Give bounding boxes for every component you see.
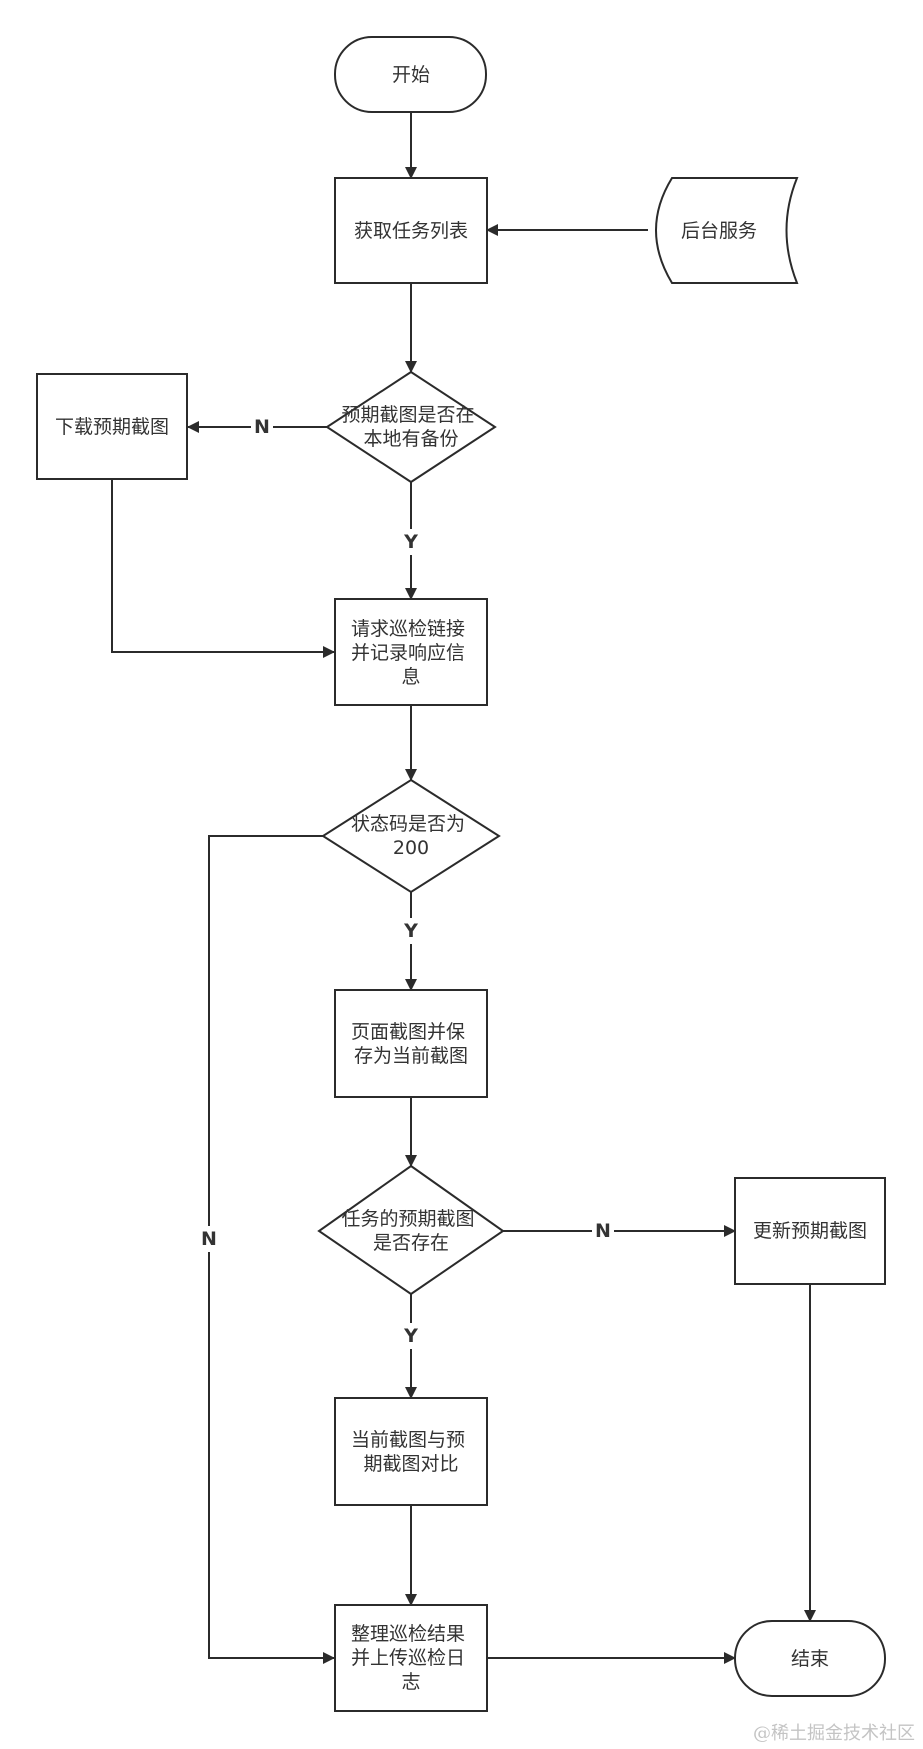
check-expected-label: 任务的预期截图 是否存在	[341, 1208, 480, 1254]
start-node: 开始	[334, 36, 487, 113]
edge-status-no	[208, 835, 335, 1664]
edge-download-to-request	[111, 480, 335, 658]
upload-label: 整理巡检结果 并上传巡检日 志	[351, 1623, 471, 1693]
edge-label-status-yes: Y	[403, 920, 418, 942]
edge-label-status-no: N	[201, 1228, 217, 1250]
check-local-decision: 预期截图是否在 本地有备份	[325, 370, 497, 484]
get-tasks-node: 获取任务列表	[334, 177, 488, 284]
compare-node: 当前截图与预 期截图对比	[334, 1397, 488, 1506]
update-label: 更新预期截图	[753, 1220, 867, 1242]
request-node: 请求巡检链接 并记录响应信 息	[334, 598, 488, 706]
backend-node: 后台服务	[655, 177, 799, 284]
status-decision: 状态码是否为 200	[321, 778, 501, 894]
start-label: 开始	[392, 64, 430, 86]
screenshot-node: 页面截图并保 存为当前截图	[334, 989, 488, 1098]
watermark-text: @稀土掘金技术社区	[753, 1723, 915, 1744]
edge-label-expected-no: N	[595, 1220, 611, 1242]
compare-label: 当前截图与预 期截图对比	[351, 1429, 471, 1475]
edge-label-local-yes: Y	[403, 531, 418, 553]
end-label: 结束	[791, 1648, 829, 1670]
edge-label-local-no: N	[254, 416, 270, 438]
edge-label-expected-yes: Y	[403, 1325, 418, 1347]
status-label: 状态码是否为 200	[351, 813, 471, 859]
download-label: 下载预期截图	[55, 416, 169, 438]
check-expected-decision: 任务的预期截图 是否存在	[317, 1164, 505, 1296]
check-local-label: 预期截图是否在 本地有备份	[341, 404, 480, 450]
screenshot-label: 页面截图并保 存为当前截图	[351, 1021, 471, 1067]
upload-node: 整理巡检结果 并上传巡检日 志	[334, 1604, 488, 1712]
download-node: 下载预期截图	[36, 373, 188, 480]
end-node: 结束	[734, 1620, 886, 1697]
update-node: 更新预期截图	[734, 1177, 886, 1285]
backend-label: 后台服务	[681, 220, 757, 242]
get-tasks-label: 获取任务列表	[354, 220, 468, 242]
request-label: 请求巡检链接 并记录响应信 息	[351, 618, 471, 688]
